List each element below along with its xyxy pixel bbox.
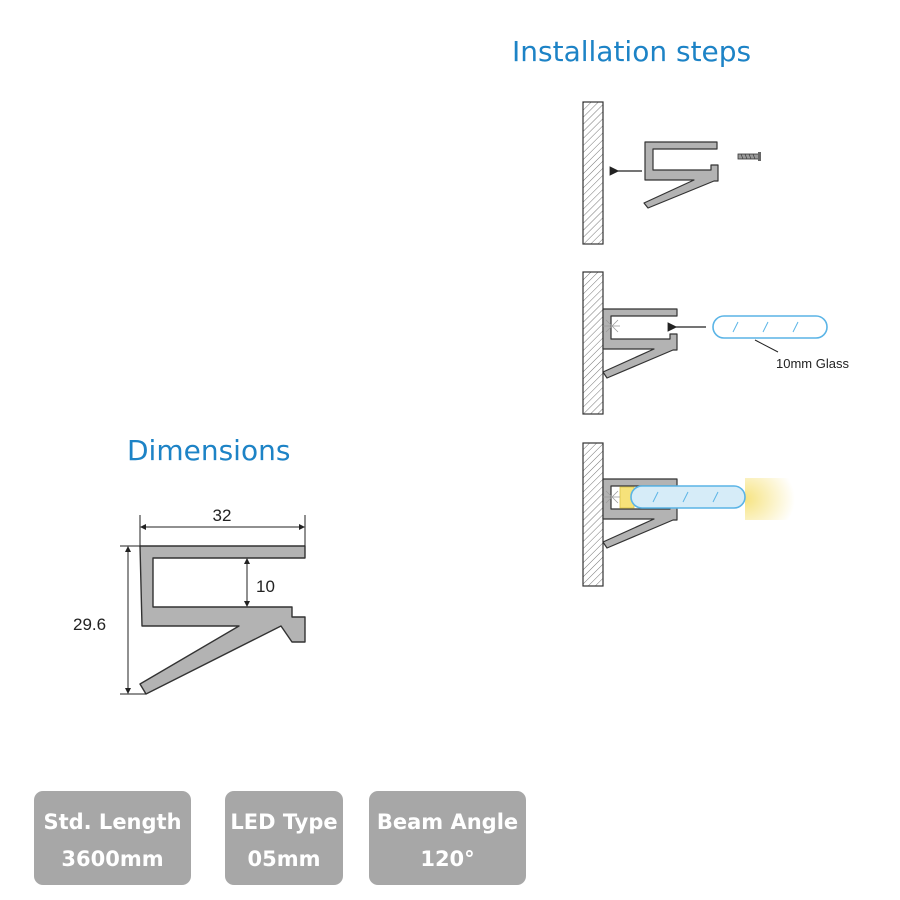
glass-panel — [712, 315, 828, 339]
spec-std-length: Std. Length 3600mm — [34, 791, 191, 885]
wall — [582, 271, 604, 415]
glass-label: 10mm Glass — [776, 356, 849, 371]
spec-label: Beam Angle — [376, 810, 519, 834]
install-step-1 — [582, 101, 761, 245]
spec-value: 3600mm — [61, 847, 164, 871]
glass-panel — [630, 485, 746, 509]
profile — [139, 545, 306, 695]
height-value: 29.6 — [73, 615, 106, 634]
dimensions-title: Dimensions — [127, 434, 291, 467]
screw-icon — [603, 319, 620, 333]
spec-value: 120° — [420, 847, 475, 871]
wall — [582, 101, 604, 245]
installation-title: Installation steps — [512, 35, 752, 68]
spec-label: Std. Length — [43, 810, 182, 834]
spec-value: 05mm — [247, 847, 321, 871]
light-glow — [745, 478, 795, 520]
screw-icon — [737, 152, 761, 161]
install-step-2: 10mm Glass — [582, 271, 849, 415]
spec-label: LED Type — [230, 810, 338, 834]
install-step-3 — [582, 442, 795, 587]
profile — [643, 141, 719, 209]
width-value: 32 — [213, 506, 232, 525]
spec-beam-angle: Beam Angle 120° — [369, 791, 526, 885]
glass-pointer — [754, 339, 779, 353]
dimension-drawing: 32 10 29.6 — [73, 506, 306, 695]
spec-led-type: LED Type 05mm — [225, 791, 343, 885]
wall — [582, 442, 604, 587]
gap-value: 10 — [256, 577, 275, 596]
profile — [602, 308, 678, 379]
screw-icon — [603, 490, 620, 504]
